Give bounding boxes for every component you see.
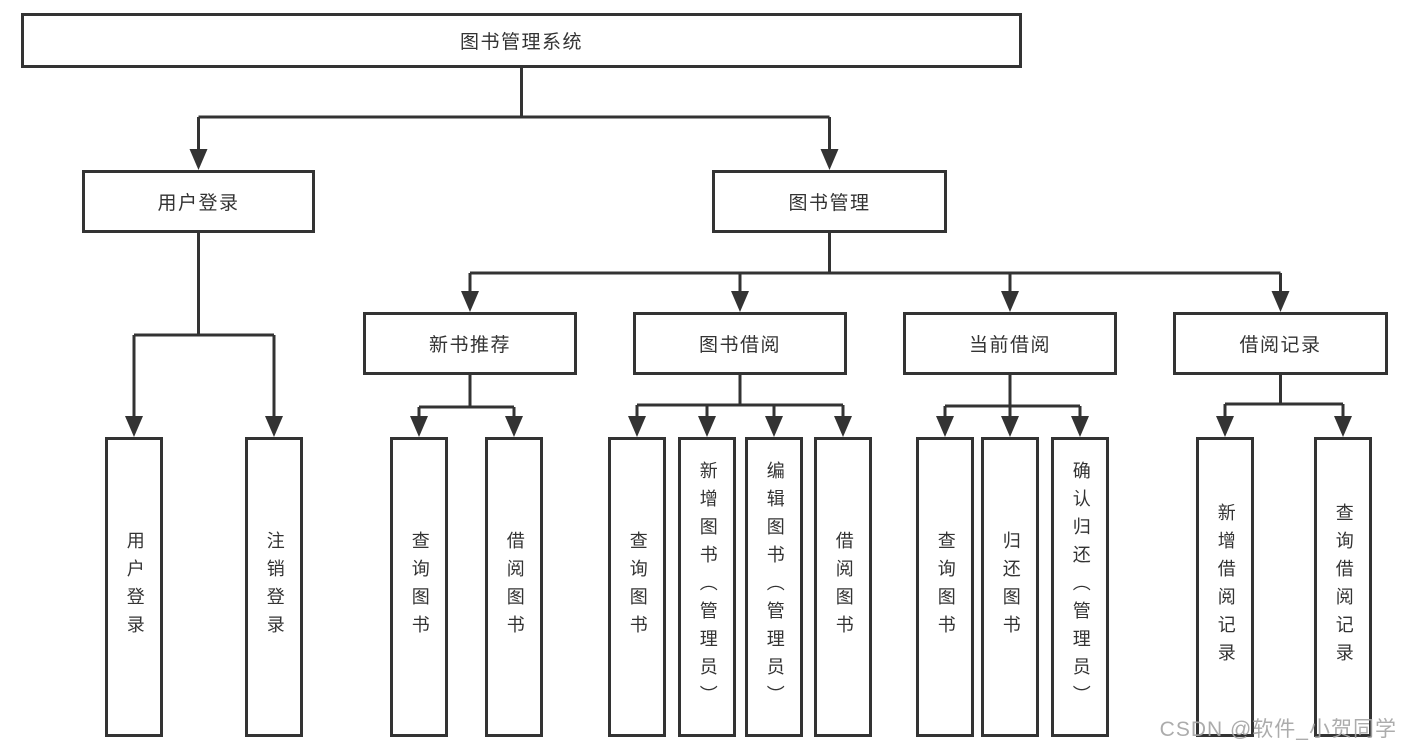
- leaf-borrow-add-admin: 新增图书（管理员）: [678, 437, 736, 737]
- connector-user-login-children: [132, 233, 276, 419]
- leaf-user-login-label: 用户登录: [124, 531, 145, 643]
- leaf-current-query-label: 查询图书: [935, 531, 956, 643]
- leaf-borrow-query-label: 查询图书: [627, 531, 648, 643]
- leaf-borrow-query: 查询图书: [608, 437, 666, 737]
- leaf-user-login: 用户登录: [105, 437, 163, 737]
- node-book-management: 图书管理: [712, 170, 947, 233]
- leaf-records-add-label: 新增借阅记录: [1215, 503, 1236, 671]
- leaf-logout-label: 注销登录: [264, 531, 285, 643]
- connector-new-books-children: [417, 375, 516, 419]
- leaf-borrow-edit-admin-label: 编辑图书（管理员）: [764, 461, 785, 713]
- leaf-borrow-borrow-label: 借阅图书: [833, 531, 854, 643]
- node-current-borrow: 当前借阅: [903, 312, 1117, 375]
- leaf-current-return: 归还图书: [981, 437, 1039, 737]
- leaf-current-confirm-admin: 确认归还（管理员）: [1051, 437, 1109, 737]
- leaf-borrow-edit-admin: 编辑图书（管理员）: [745, 437, 803, 737]
- connector-root-to-level2: [197, 68, 831, 152]
- leaf-newbooks-borrow: 借阅图书: [485, 437, 543, 737]
- node-book-borrow: 图书借阅: [633, 312, 847, 375]
- connector-book-borrow-children: [635, 375, 845, 419]
- leaf-logout: 注销登录: [245, 437, 303, 737]
- arrowhead-icons: [125, 149, 1352, 437]
- connector-book-management-groups: [468, 233, 1282, 294]
- leaf-newbooks-borrow-label: 借阅图书: [504, 531, 525, 643]
- node-new-books: 新书推荐: [363, 312, 577, 375]
- connector-current-borrow-children: [943, 375, 1082, 419]
- leaf-newbooks-query: 查询图书: [390, 437, 448, 737]
- leaf-newbooks-query-label: 查询图书: [409, 531, 430, 643]
- leaf-records-query: 查询借阅记录: [1314, 437, 1372, 737]
- connector-borrow-records-children: [1223, 375, 1345, 419]
- leaf-current-query: 查询图书: [916, 437, 974, 737]
- leaf-borrow-borrow: 借阅图书: [814, 437, 872, 737]
- leaf-records-query-label: 查询借阅记录: [1333, 503, 1354, 671]
- node-borrow-records: 借阅记录: [1173, 312, 1388, 375]
- leaf-current-return-label: 归还图书: [1000, 531, 1021, 643]
- leaf-current-confirm-admin-label: 确认归还（管理员）: [1070, 461, 1091, 713]
- node-user-login: 用户登录: [82, 170, 315, 233]
- leaf-records-add: 新增借阅记录: [1196, 437, 1254, 737]
- leaf-borrow-add-admin-label: 新增图书（管理员）: [697, 461, 718, 713]
- node-root-system: 图书管理系统: [21, 13, 1022, 68]
